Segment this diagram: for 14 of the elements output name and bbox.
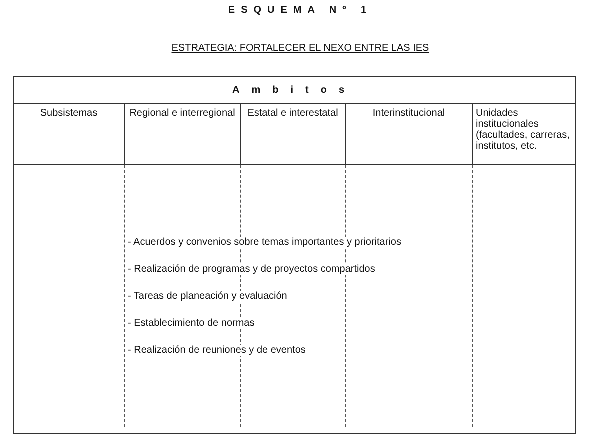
column-header: Interinstitucional xyxy=(345,104,472,164)
list-item: - Realización de programas y de proyectos compartidos xyxy=(128,264,376,275)
strategy-heading: ESTRATEGIA: FORTALECER EL NEXO ENTRE LAS IES xyxy=(172,43,430,54)
list-item: - Realización de reuniones y de eventos xyxy=(128,345,306,356)
list-item: - Acuerdos y convenios sobre temas importantes y prioritarios xyxy=(128,237,402,248)
column-header: Regional e interregional xyxy=(124,104,240,164)
list-item: - Establecimiento de normas xyxy=(128,318,255,329)
column-header: Estatal e interestatal xyxy=(240,104,345,164)
diagram-title: ESQUEMA Nº 1 xyxy=(227,5,374,16)
list-item: - Tareas de planeación y evaluación xyxy=(128,291,288,302)
column-group-heading: Ambitos xyxy=(232,84,356,96)
column-header: Subsistemas xyxy=(14,104,124,164)
column-header: Unidades institucionales (facultades, carreras, institutos, etc. xyxy=(472,104,575,164)
table-frame xyxy=(13,76,576,434)
